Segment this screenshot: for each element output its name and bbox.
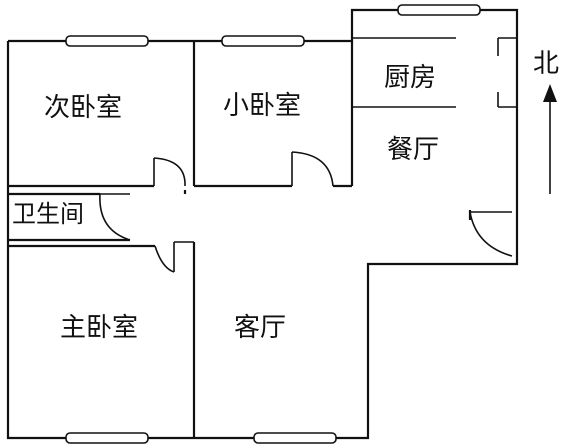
north-arrow: 北 [533,49,559,194]
room-label-bathroom: 卫生间 [12,200,84,228]
door-secondary-bedroom [153,157,186,187]
exterior-walls [6,8,519,440]
window-kitchen [397,4,481,16]
room-label-small-bedroom: 小卧室 [223,91,301,121]
window-secondary-bedroom [65,35,149,47]
door-entrance [469,211,513,257]
window-master-bedroom [65,432,149,444]
doors [99,151,513,273]
room-label-kitchen: 厨房 [384,63,436,93]
door-small-bedroom [291,151,334,187]
north-arrow-head-icon [543,84,557,102]
windows [65,4,481,444]
room-label-secondary-bedroom: 次卧室 [44,93,122,123]
room-labels: 次卧室 小卧室 厨房 餐厅 卫生间 主卧室 客厅 [12,63,439,343]
room-label-dining-room: 餐厅 [387,135,439,165]
room-label-living-room: 客厅 [234,313,286,343]
interior-walls [8,37,517,438]
room-label-master-bedroom: 主卧室 [60,313,138,343]
window-small-bedroom [221,35,305,47]
door-master-bedroom [154,241,194,273]
north-label: 北 [533,49,559,79]
door-bathroom [99,193,131,241]
window-living-room [253,432,337,444]
